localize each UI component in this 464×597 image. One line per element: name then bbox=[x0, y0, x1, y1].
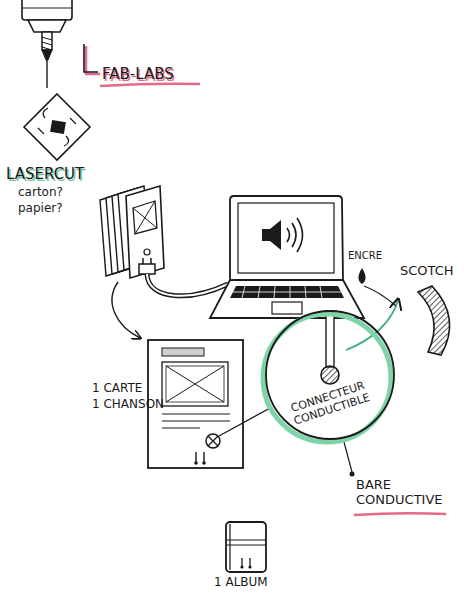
image-inner bbox=[166, 366, 224, 402]
card-front bbox=[126, 186, 164, 278]
album-band bbox=[226, 524, 266, 570]
branch-arrow bbox=[346, 300, 398, 350]
speaker-cone bbox=[270, 220, 281, 250]
leader-line bbox=[344, 442, 352, 472]
item-label: 1 ALBUM bbox=[214, 576, 304, 590]
process-label: LASERCUT bbox=[6, 166, 116, 183]
machine-stripe bbox=[22, 8, 72, 9]
nozzle-thread bbox=[42, 37, 52, 50]
tape-roll bbox=[418, 286, 450, 355]
album-pin bbox=[242, 558, 250, 566]
keyboard-keys bbox=[233, 286, 341, 298]
touchpad bbox=[272, 302, 302, 314]
pin-dot bbox=[248, 565, 251, 568]
circle-border bbox=[266, 311, 394, 439]
chip bbox=[50, 120, 66, 134]
laptop-keyboard bbox=[230, 286, 344, 298]
machine-head bbox=[28, 20, 66, 32]
material-label: SCOTCH bbox=[400, 264, 464, 279]
machine-body bbox=[22, 0, 72, 20]
conductive-pad bbox=[321, 366, 339, 384]
conductive-trace bbox=[326, 311, 334, 367]
pink-underline bbox=[100, 84, 200, 86]
image-cross bbox=[133, 201, 157, 234]
circuit-board bbox=[24, 94, 90, 160]
flow-arrow bbox=[112, 282, 140, 338]
cable-core bbox=[147, 274, 228, 296]
speaker-body bbox=[262, 229, 270, 241]
leader-line bbox=[219, 407, 272, 436]
connector-circle: CONNECTEUR CONDUCTIBLE bbox=[264, 309, 396, 441]
item-label: 1 CHANSON bbox=[92, 398, 172, 412]
item-label: 1 CARTE bbox=[92, 382, 162, 396]
material-note: papier? bbox=[18, 202, 98, 216]
circle-outline bbox=[264, 309, 396, 441]
card-title-bar bbox=[162, 348, 204, 356]
machine-nozzle bbox=[42, 32, 52, 50]
contact-cross bbox=[208, 436, 218, 446]
laptop-screen bbox=[230, 196, 343, 280]
pin-dot bbox=[202, 461, 206, 465]
tool-beam bbox=[46, 60, 47, 88]
card-pin bbox=[196, 452, 204, 462]
ink-drop bbox=[359, 268, 366, 284]
pin-dot bbox=[194, 461, 198, 465]
material-label: ENCRE bbox=[348, 250, 408, 262]
image-placeholder bbox=[133, 201, 157, 234]
image-placeholder bbox=[162, 362, 228, 406]
brand-label: BARE CONDUCTIVE bbox=[356, 478, 456, 508]
sound-wave bbox=[287, 218, 303, 252]
material-note: carton? bbox=[18, 186, 98, 200]
contact-circle bbox=[206, 434, 220, 448]
leader-dot bbox=[350, 472, 355, 477]
cable-outline bbox=[147, 274, 228, 296]
pin-dot bbox=[240, 565, 243, 568]
nozzle-tip bbox=[42, 50, 52, 60]
bracket-highlight bbox=[86, 46, 100, 74]
album-book bbox=[226, 522, 266, 572]
bracket-line bbox=[84, 44, 98, 72]
clip-connector bbox=[139, 264, 155, 274]
circuit-trace bbox=[38, 108, 76, 146]
text-line bbox=[162, 414, 230, 428]
image-cross bbox=[166, 366, 224, 402]
branch-line bbox=[364, 286, 396, 306]
clip-prong bbox=[143, 258, 151, 264]
place-label: FAB-LABS bbox=[102, 66, 222, 83]
pink-underline bbox=[354, 513, 446, 515]
laptop-display bbox=[238, 203, 334, 273]
card-contact bbox=[144, 249, 150, 255]
